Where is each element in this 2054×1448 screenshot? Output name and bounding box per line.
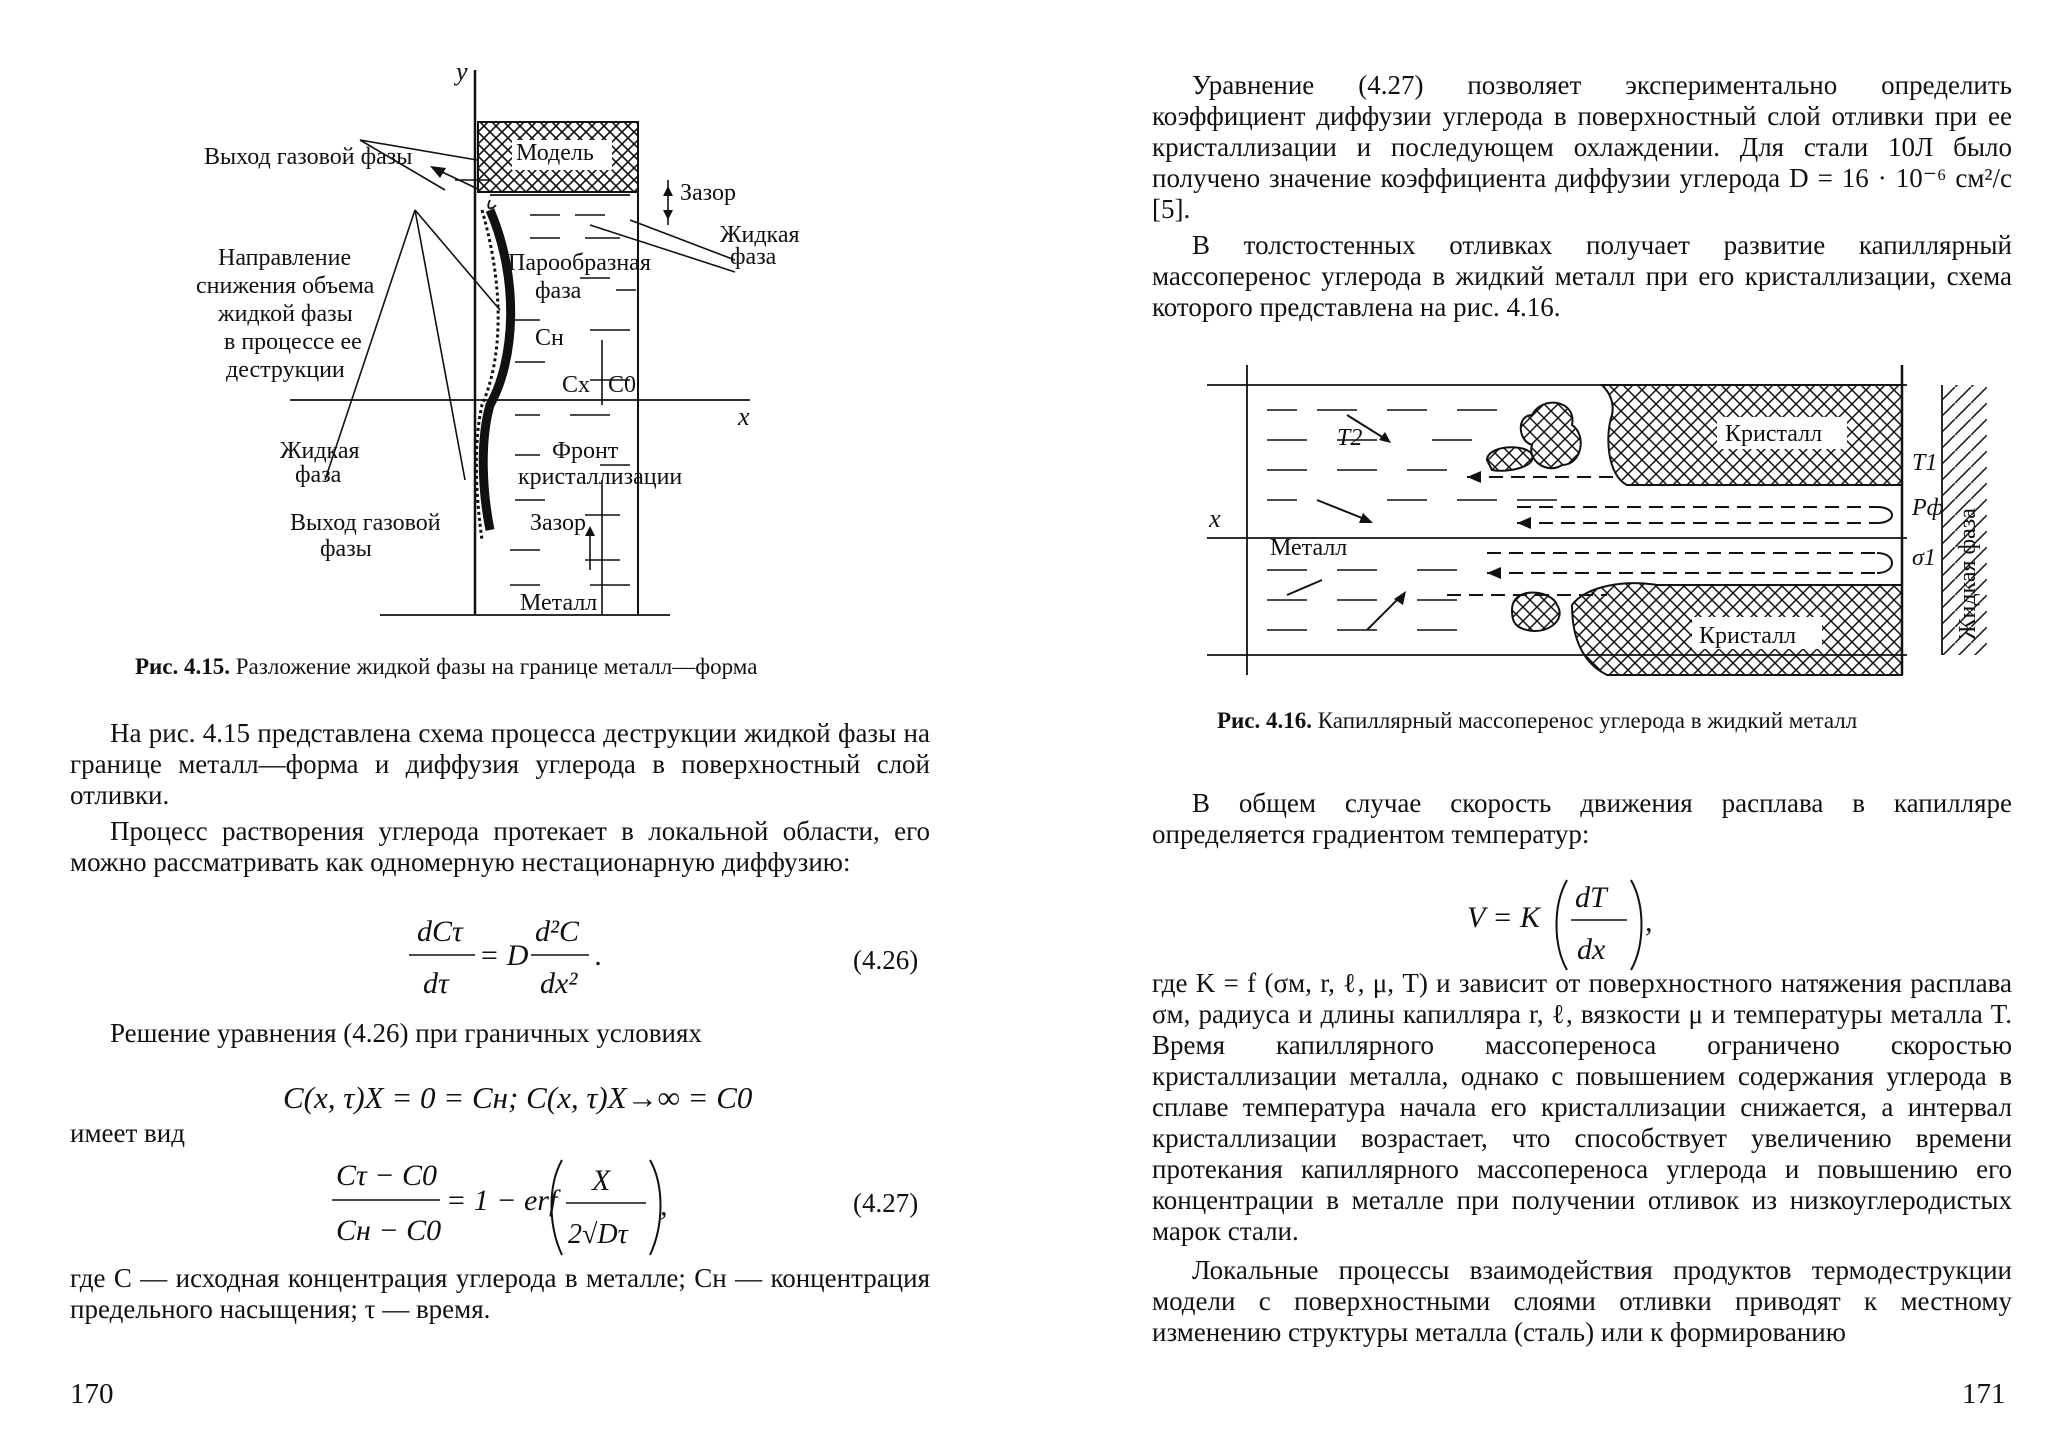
eq426-den-left: dτ [423,967,450,1000]
eq426-num-right: d²C [535,915,580,948]
fig415-gas-exit-bottom-2: фазы [320,536,372,562]
fig415-c0-label: C0 [608,372,636,398]
left-paragraph-1: На рис. 4.15 представлена схема процесса… [70,718,930,810]
page-number-171: 171 [1962,1378,2006,1410]
fig415-model-label: Модель [516,140,594,166]
figure-4-15: y x Модель Зазор Жидкая фаза Выход газов… [190,57,830,630]
fig416-metal: Металл [1270,535,1347,561]
fig415-metal-label: Металл [520,590,597,616]
fig415-liquid-right-2: фаза [730,244,777,270]
eq426-equals: = D [479,939,529,972]
left-paragraph-5: где C — исходная концентрация углерода в… [70,1263,930,1324]
fig415-liquid-left-1: Жидкая [280,438,360,464]
boundary-conditions: C(x, τ)X = 0 = Cн; C(x, τ)X→∞ = C0 [283,1080,753,1115]
fig415-direction-3: жидкой фазы [217,301,353,327]
equation-4-26-number: (4.26) [853,945,919,975]
figure-4-15-caption: Рис. 4.15. Разложение жидкой фазы на гра… [135,654,757,680]
figure-4-16-caption: Рис. 4.16. Капиллярный массоперенос угле… [1217,708,1857,734]
figure-4-16-caption-text: Капиллярный массоперенос углерода в жидк… [1317,708,1858,733]
eq427-den: Cн − C0 [336,1214,441,1247]
page-number-170: 170 [70,1378,114,1410]
fig415-direction-2: снижения объема [196,273,375,299]
right-page: Уравнение (4.27) позволяет экспериментал… [1027,0,2054,1448]
fig416-liquid-phase: Жидкая фаза [1955,508,1981,640]
fig415-x-label: x [737,402,750,431]
fig415-y-label: y [453,57,468,86]
fig415-cn-label: Cн [535,325,564,351]
velocity-denominator: dx [1577,933,1606,966]
eq427-num: Cτ − C0 [336,1159,437,1192]
fig415-liquid-left-2: фаза [295,462,342,488]
fig415-vapor-2: фаза [535,278,582,304]
right-paragraph-2: В толстостенных отливках получает развит… [1152,230,2012,322]
fig415-gas-exit-top: Выход газовой фазы [204,144,412,170]
fig415-gap-bottom: Зазор [530,510,586,536]
equation-4-27: Cτ − C0 Cн − C0 = 1 − erf X 2√Dτ , [330,1145,670,1283]
right-paragraph-3: В общем случае скорость движения расплав… [1152,788,2012,849]
fig415-gap-top-label: Зазор [680,180,736,206]
velocity-lhs: V = K [1467,901,1542,934]
equation-4-26-drawing: dCτ dτ = D d²C dx² . [409,915,603,1000]
velocity-numerator: dT [1575,881,1609,914]
velocity-equation-drawing: V = K dT dx , [1467,879,1653,971]
equation-4-27-drawing: Cτ − C0 Cн − C0 = 1 − erf X 2√Dτ , [332,1159,668,1256]
fig415-direction-4: в процессе ее [224,329,362,355]
fig415-direction-5: деструкции [226,357,345,383]
fig416-sigma1: σ1 [1912,545,1936,571]
left-paragraph-4: имеет вид [70,1118,185,1148]
velocity-tail: , [1645,905,1653,938]
fig416-t1: T1 [1912,450,1937,476]
figure-4-16-caption-number: Рис. 4.16. [1217,708,1313,733]
right-paragraph-1: Уравнение (4.27) позволяет экспериментал… [1152,70,2012,224]
left-paragraph-3: Решение уравнения (4.26) при граничных у… [110,1018,702,1048]
figure-4-15-caption-text: Разложение жидкой фазы на границе металл… [235,654,758,679]
velocity-equation: V = K dT dx , [1467,865,1667,983]
fig416-crystal-bottom: Кристалл [1699,623,1796,649]
fig415-gas-exit-bottom-1: Выход газовой [290,510,441,536]
eq427-rhs: = 1 − erf [446,1184,561,1217]
fig416-x-label: x [1208,504,1221,533]
fig416-t2: T2 [1337,425,1362,451]
fig415-front-1: Фронт [552,438,619,464]
fig415-front-2: кристаллизации [518,464,682,490]
fig416-crystal-top: Кристалл [1725,421,1822,447]
figure-4-15-caption-number: Рис. 4.15. [135,654,231,679]
right-paragraph-5: Локальные процессы взаимодействия продук… [1152,1255,2012,1347]
left-page: y x Модель Зазор Жидкая фаза Выход газов… [70,57,930,1410]
fig415-liquid-right-1: Жидкая [720,222,800,248]
fig415-vapor-1: Парообразная [508,250,651,276]
equation-4-26: dCτ dτ = D d²C dx² . [405,905,625,1013]
fig415-cx-label: Cx [562,372,590,398]
fig416-pf: Pф [1911,495,1944,521]
eq427-inner-den: 2√Dτ [568,1219,629,1250]
eq427-inner-num: X [591,1164,612,1197]
equation-4-27-number: (4.27) [853,1188,919,1218]
figure-4-16-drawing: Кристалл Кристалл Металл x T2 T1 Pф σ1 Ж… [1207,365,1987,676]
svg-text:.: . [595,939,603,972]
figure-4-15-drawing: y x Модель Зазор Жидкая фаза Выход газов… [196,57,800,616]
fig415-direction-1: Направление [218,245,351,271]
eq426-num-left: dCτ [417,915,464,948]
eq426-den-right: dx² [540,967,578,1000]
right-paragraph-4: где K = f (σм, r, ℓ, μ, T) и зависит от … [1152,968,2012,1246]
left-paragraph-2: Процесс растворения углерода протекает в… [70,816,930,877]
svg-text:,: , [660,1189,668,1222]
figure-4-16: Кристалл Кристалл Металл x T2 T1 Pф σ1 Ж… [1187,355,1987,685]
